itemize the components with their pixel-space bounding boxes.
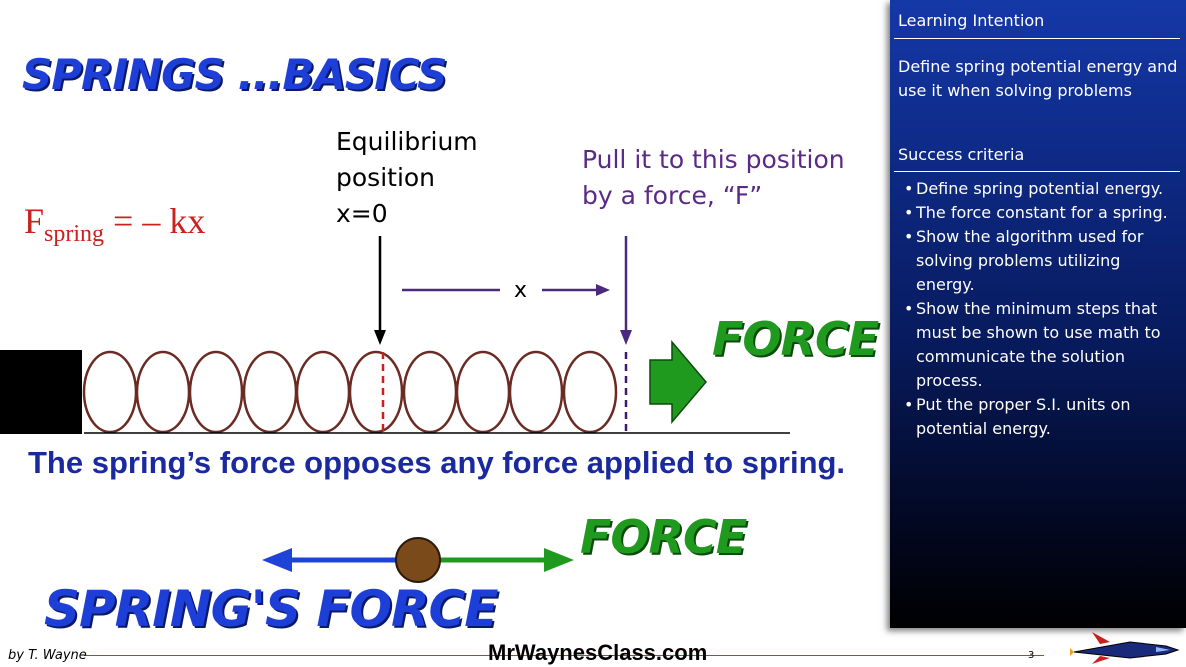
spring-force-formula: Fspring = – kx — [24, 200, 205, 248]
list-item: Define spring potential energy. — [898, 177, 1180, 201]
formula-main: F — [24, 201, 45, 241]
coil — [562, 350, 618, 434]
coil — [455, 350, 511, 434]
pull-line-1: Pull it to this position — [582, 145, 845, 174]
coil — [82, 350, 138, 434]
success-criteria-heading: Success criteria — [898, 145, 1025, 164]
equilibrium-line-3: x=0 — [336, 199, 388, 228]
force-label-bottom: Force — [580, 510, 747, 564]
panel-divider — [894, 171, 1180, 172]
equilibrium-label: Equilibrium position x=0 — [336, 124, 478, 232]
formula-subscript: spring — [44, 221, 105, 248]
spring-coils — [82, 350, 618, 434]
force-label-top: Force — [712, 312, 879, 366]
list-item: Show the minimum steps that must be show… — [898, 297, 1180, 393]
pull-position-label: Pull it to this position by a force, “F” — [582, 142, 845, 214]
mass-ball — [395, 537, 441, 583]
equilibrium-arrow — [374, 236, 386, 345]
learning-intention-text: Define spring potential energy and use i… — [898, 57, 1178, 100]
coil — [242, 350, 298, 434]
springs-force-heading: Spring's Force — [44, 580, 498, 638]
author-credit: by T. Wayne — [8, 648, 87, 663]
learning-panel: Learning Intention Define spring potenti… — [890, 0, 1186, 628]
list-item: Put the proper S.I. units on potential e… — [898, 393, 1180, 441]
coil — [402, 350, 458, 434]
coil — [348, 350, 404, 434]
success-criteria-list: Define spring potential energy. The forc… — [898, 177, 1180, 441]
coil — [295, 350, 351, 434]
pull-line-2: by a force, “F” — [582, 181, 763, 210]
coil — [135, 350, 191, 434]
slide-title: Springs ...Basics — [22, 50, 447, 99]
site-name: MrWaynesClass.com — [488, 640, 708, 665]
pull-arrow — [620, 236, 632, 345]
panel-divider — [894, 38, 1180, 39]
displacement-arrow — [402, 284, 610, 296]
displacement-x-label: x — [514, 278, 528, 303]
spring-diagram — [82, 236, 790, 583]
coil — [508, 350, 564, 434]
rocket-logo-icon — [1070, 632, 1180, 664]
formula-rest: = – kx — [104, 201, 206, 241]
list-item: Show the algorithm used for solving prob… — [898, 225, 1180, 297]
equilibrium-line-2: position — [336, 163, 436, 192]
spring-force-arrow — [262, 548, 400, 572]
force-right-arrow-icon — [649, 339, 707, 425]
coil — [188, 350, 244, 434]
learning-intention-heading: Learning Intention — [898, 11, 1045, 30]
list-item: The force constant for a spring. — [898, 201, 1180, 225]
page-number: 3 — [1028, 650, 1035, 661]
spring-force-statement: The spring’s force opposes any force app… — [28, 445, 846, 480]
wall-block — [0, 350, 82, 434]
footer-divider — [84, 655, 1044, 656]
applied-force-arrow — [436, 548, 574, 572]
equilibrium-line-1: Equilibrium — [336, 127, 478, 156]
